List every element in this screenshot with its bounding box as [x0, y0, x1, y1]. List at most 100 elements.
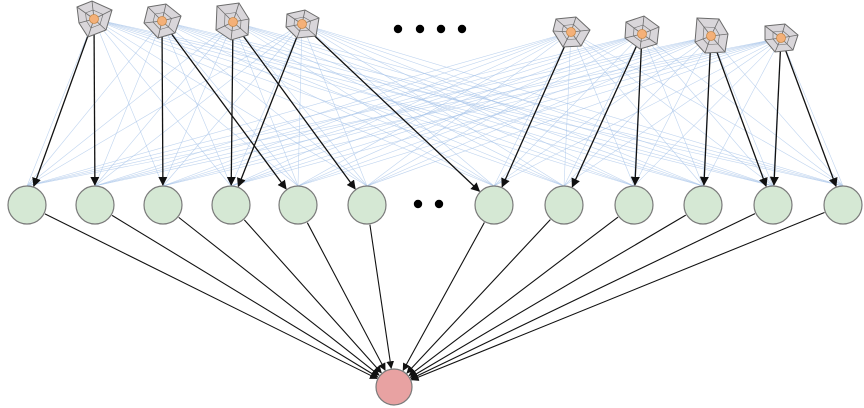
faint-edge-0-0: [26, 18, 95, 187]
mesh-inner-edge-0: [224, 12, 237, 15]
mesh-inner-edge-2: [786, 36, 790, 45]
faint-edge-5-0: [26, 33, 643, 187]
mesh-inner-edge-3: [299, 29, 310, 32]
hidden-node-8: [544, 185, 584, 225]
mesh-inner-edge-4: [633, 35, 642, 42]
mesh-inner-edge-2: [99, 14, 104, 25]
mesh-inner-edge-0: [772, 30, 784, 33]
faint-edge-4-6: [493, 31, 572, 187]
output-node: [375, 368, 413, 406]
mesh-inner-edge-4: [152, 21, 161, 30]
faint-edge-0-7: [93, 18, 565, 187]
input-to-hidden-arrow-12: [711, 39, 768, 188]
faint-edge-2-0: [26, 21, 234, 187]
mesh-inner-edge-0: [85, 9, 94, 14]
faint-edge-7-1: [94, 37, 782, 187]
faint-edge-5-5: [366, 33, 643, 187]
faint-edge-7-6: [493, 37, 782, 187]
mesh-patch-icon-7: [694, 17, 729, 54]
faint-edge-5-6: [493, 33, 643, 187]
input-to-hidden-arrow-4: [226, 25, 236, 186]
mesh-center-vertex: [706, 31, 716, 41]
mesh-inner-edge-1: [782, 30, 790, 37]
faint-edge-6-3: [230, 35, 712, 187]
faint-edge-3-0: [26, 23, 303, 187]
faint-edge-2-1: [94, 21, 234, 187]
mesh-inner-edge-2: [649, 30, 651, 40]
mesh-patch-icon-8: [764, 23, 799, 53]
mesh-inner-edge-2: [168, 18, 172, 28]
faint-edge-0-5: [93, 18, 368, 187]
mesh-center-vertex: [776, 33, 786, 43]
input-to-hidden-arrow-1: [90, 22, 100, 186]
mesh-patch-icon-2: [143, 3, 182, 39]
mesh-inner-edge-1: [642, 24, 651, 31]
faint-edge-3-3: [230, 23, 303, 187]
mesh-inner-edge-1: [714, 27, 720, 36]
faint-edge-2-7: [232, 21, 565, 187]
faint-edge-2-10: [232, 21, 774, 187]
mesh-patch-icon-1: [76, 0, 113, 38]
faint-edge-1-3: [161, 20, 232, 187]
faint-edge-5-1: [94, 33, 643, 187]
faint-edge-3-10: [301, 23, 774, 187]
mesh-inner-edge-5: [702, 26, 705, 40]
mesh-inner-edge-5: [293, 18, 295, 26]
faint-edge-3-1: [94, 23, 303, 187]
faint-edge-7-4: [297, 37, 782, 187]
input-ellipsis-dot-2: [415, 24, 425, 34]
faint-edge-2-8: [232, 21, 635, 187]
hidden-node-11: [753, 185, 793, 225]
input-ellipsis-dot-3: [436, 24, 446, 34]
mesh-inner-edge-2: [308, 20, 311, 31]
faint-edge-1-4: [161, 20, 299, 187]
faint-edge-3-5: [301, 23, 368, 187]
hidden-ellipsis-dot-2: [434, 199, 444, 209]
mesh-inner-edge-1: [163, 12, 172, 19]
edge-layer: [32, 22, 838, 381]
faint-edge-4-0: [26, 31, 572, 187]
mesh-inner-edge-0: [563, 24, 574, 26]
mesh-inner-edge-5: [152, 13, 156, 23]
input-ellipsis-dot-4: [457, 24, 467, 34]
mesh-inner-edge-3: [90, 24, 101, 29]
node-layer: [7, 0, 863, 406]
faint-edge-2-11: [232, 21, 844, 187]
faint-edge-4-3: [230, 31, 572, 187]
input-to-hidden-arrow-5: [234, 24, 356, 190]
faint-edge-5-11: [641, 33, 844, 187]
input-to-hidden-arrow-3: [163, 23, 287, 190]
faint-edge-7-11: [780, 37, 844, 187]
faint-edge-5-2: [162, 33, 643, 187]
input-to-hidden-arrow-11: [699, 39, 712, 186]
hidden-to-output-arrow-2: [178, 216, 380, 376]
input-to-hidden-arrow-8: [501, 35, 570, 188]
faint-edge-1-10: [161, 20, 774, 187]
faint-edge-5-7: [563, 33, 643, 187]
input-to-hidden-arrow-6: [237, 27, 302, 188]
faint-edge-2-9: [232, 21, 704, 187]
mesh-center-vertex: [297, 19, 307, 29]
hidden-to-output-arrow-0: [44, 213, 378, 380]
input-to-hidden-arrow-13: [769, 41, 782, 186]
hidden-to-output-arrow-3: [243, 219, 382, 374]
faint-edge-3-8: [301, 23, 635, 187]
mesh-inner-edge-4: [86, 20, 92, 29]
mesh-inner-edge-1: [573, 24, 581, 32]
faint-edge-5-9: [641, 33, 704, 187]
input-to-hidden-arrow-2: [158, 24, 168, 186]
mesh-inner-edge-2: [717, 34, 720, 45]
faint-edge-6-2: [162, 35, 712, 187]
input-to-hidden-arrow-7: [304, 26, 481, 192]
mesh-inner-edge-4: [293, 25, 300, 32]
faint-edge-4-5: [366, 31, 572, 187]
hidden-to-output-arrow-1: [111, 214, 379, 378]
mesh-patch-icon-3: [215, 2, 250, 41]
faint-edge-1-1: [94, 20, 163, 187]
hidden-to-output-arrow-4: [306, 222, 386, 371]
faint-edge-7-7: [563, 37, 782, 187]
mesh-center-vertex: [566, 27, 576, 37]
hidden-to-output-arrow-10: [410, 213, 756, 380]
faint-edge-1-6: [161, 20, 495, 187]
